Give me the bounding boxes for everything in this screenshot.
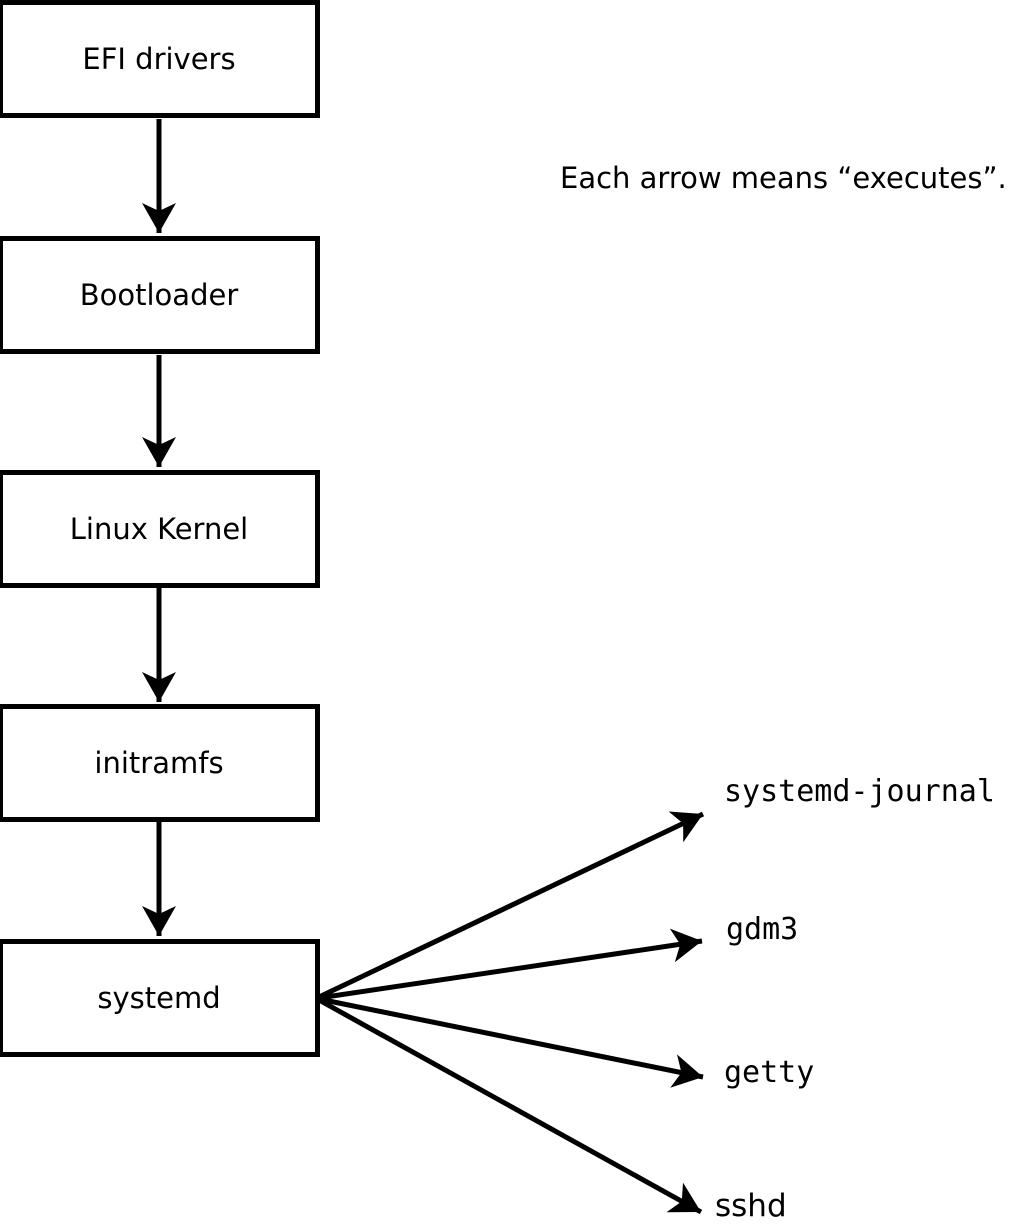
box-initramfs: initramfs	[0, 704, 320, 822]
label-sshd: sshd	[715, 1188, 787, 1224]
box-bootloader: Bootloader	[0, 236, 320, 354]
box-bootloader-label: Bootloader	[79, 277, 239, 312]
box-linux-kernel-label: Linux Kernel	[69, 511, 249, 546]
box-efi-drivers: EFI drivers	[0, 0, 320, 118]
arrow-systemd-to-systemd-journal	[317, 811, 705, 1000]
box-linux-kernel: Linux Kernel	[0, 470, 320, 588]
label-gdm3: gdm3	[726, 912, 799, 947]
arrow-systemd-to-sshd	[317, 997, 703, 1215]
label-systemd-journal: systemd-journal	[724, 774, 995, 809]
label-getty: getty	[724, 1055, 815, 1090]
box-systemd: systemd	[0, 939, 320, 1057]
box-systemd-label: systemd	[97, 980, 221, 1015]
box-efi-drivers-label: EFI drivers	[82, 41, 236, 76]
arrow-systemd-to-getty	[318, 996, 704, 1088]
box-initramfs-label: initramfs	[94, 745, 224, 780]
caption-arrow-meaning: Each arrow means “executes”.	[560, 161, 1007, 195]
arrow-systemd-to-gdm3	[318, 928, 703, 1001]
